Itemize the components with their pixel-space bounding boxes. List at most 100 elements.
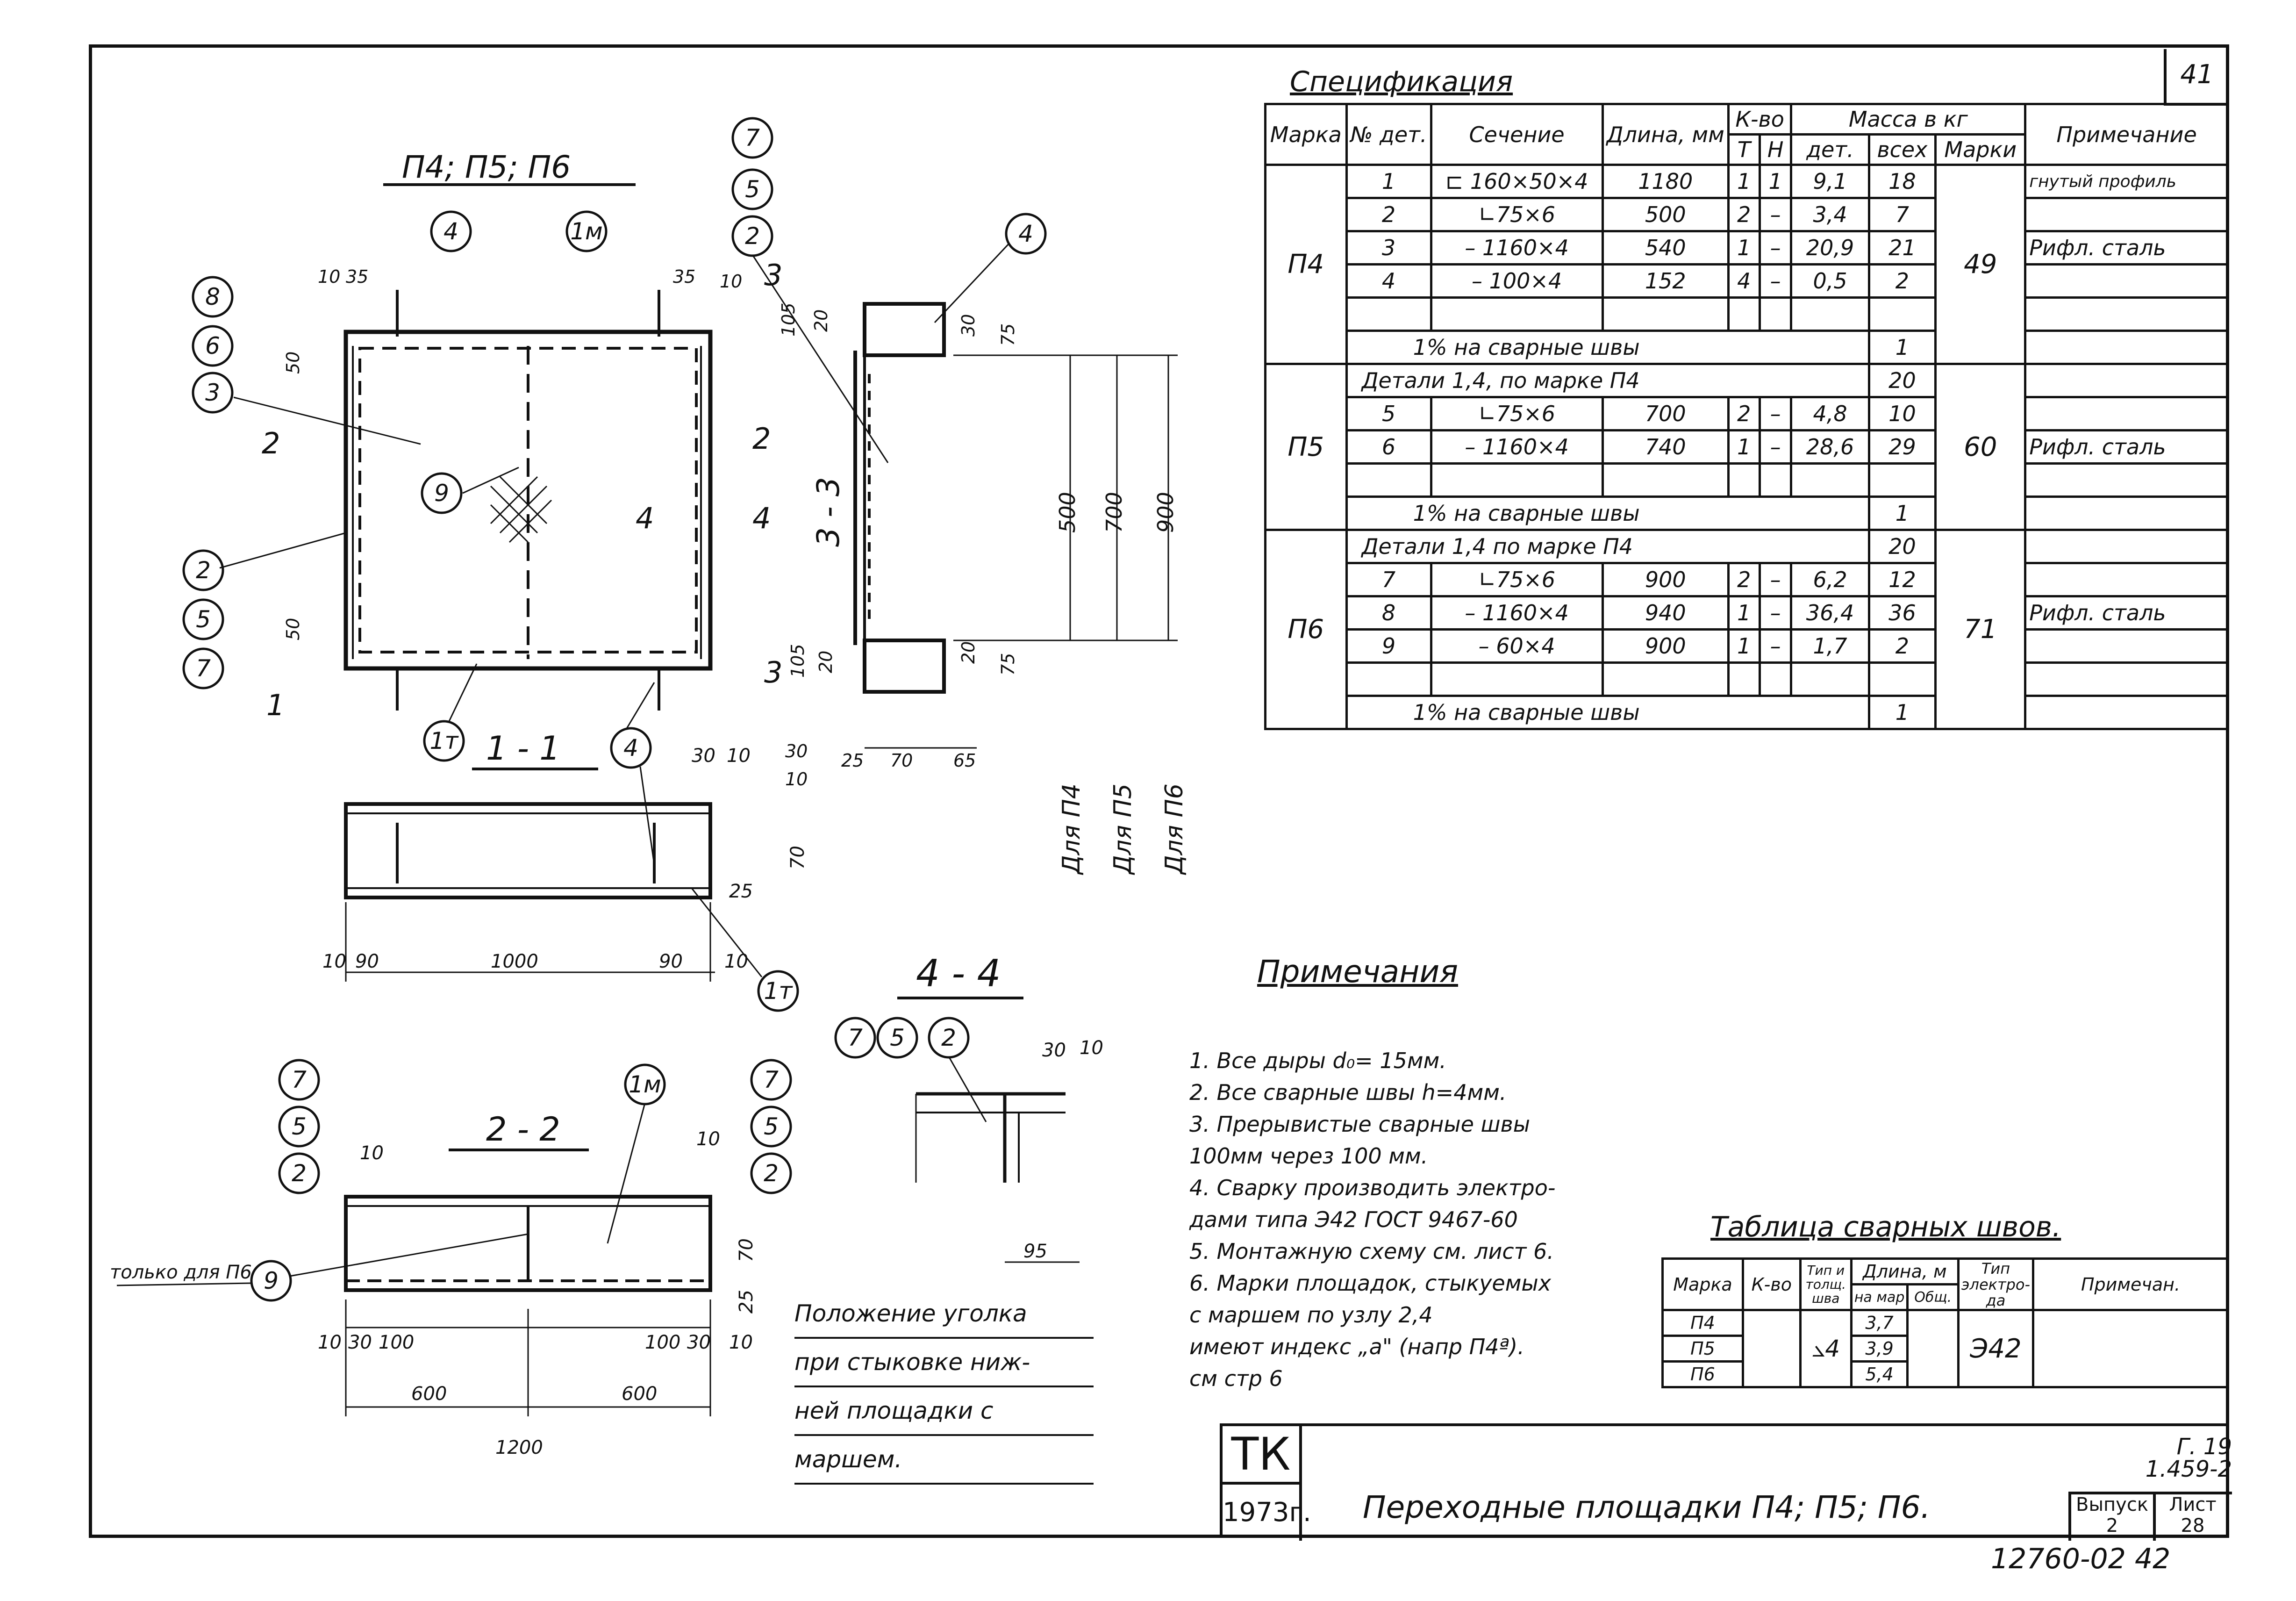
welds-label: 1% на сварные швы — [1345, 695, 1870, 730]
group-mark: П6 — [1264, 529, 1348, 730]
cell: – — [1758, 396, 1793, 431]
specification-table: Марка № дет. Сечение Длина, мм К-во Масс… — [1264, 103, 2229, 730]
cell: 12 — [1867, 562, 1937, 597]
dim: 600 — [411, 1383, 447, 1405]
cell: – — [1758, 263, 1793, 299]
dim: 90 — [355, 951, 379, 972]
dim: 100 — [379, 1332, 414, 1353]
dim: 30 — [1042, 1040, 1066, 1061]
callout: 1м — [570, 218, 603, 245]
cut-mark-2-right: 2 — [752, 422, 771, 456]
cell: 900 — [1601, 628, 1730, 664]
notes-list: 1. Все дыры d₀= 15мм. 2. Все сварные швы… — [1189, 1045, 1699, 1394]
callout: 3 — [205, 379, 220, 406]
cell: – 1160×4 — [1430, 595, 1604, 631]
callout: 4 — [623, 734, 638, 761]
plan-title: П4; П5; П6 — [402, 149, 571, 185]
cell: 1 — [1727, 164, 1761, 199]
cell — [2024, 396, 2229, 431]
issue-sheet-box: Выпуск 2 Лист 28 — [2068, 1492, 2232, 1541]
hdr-mass-part: дет. — [1790, 133, 1870, 166]
cell: – — [1758, 197, 1793, 232]
table-row: 6 – 1160×4 740 1 – 28,6 29 Рифл. сталь — [1266, 429, 2229, 465]
cell: Рифл. сталь — [2024, 595, 2229, 631]
section-2-2-title: 2 - 2 — [486, 1110, 560, 1149]
weld-hdr-len-on: на мар — [1850, 1283, 1909, 1311]
table-row — [1266, 296, 2229, 332]
notes-title: Примечания — [1257, 954, 1458, 990]
note-item: с маршем по узлу 2,4 — [1189, 1302, 1433, 1328]
welds-label: 1% на сварные швы — [1345, 330, 1870, 365]
hdr-note: Примечание — [2024, 103, 2229, 166]
cell: 29 — [1867, 429, 1937, 465]
cell: 8 — [1345, 595, 1432, 631]
cell: ∟75×6 — [1430, 197, 1604, 232]
cell: 9 — [1345, 628, 1432, 664]
hdr-mass-mark: Марки — [1934, 133, 2027, 166]
cell: 6,2 — [1790, 562, 1870, 597]
weld-hdr-electrode: Тип электро- да — [1957, 1257, 2035, 1311]
callout: 7 — [196, 655, 211, 682]
cell: 1 — [1867, 495, 1937, 531]
dim: 10 — [729, 1332, 753, 1353]
note-item: 3. Прерывистые сварные швы — [1189, 1112, 1531, 1137]
only-p6-note: только для П6 — [110, 1262, 252, 1283]
dim: 10 — [322, 951, 346, 972]
weld-symbol-icon: ⦣4 — [1799, 1309, 1853, 1388]
dim: 30 — [348, 1332, 372, 1353]
table-row — [1266, 462, 2229, 498]
table-row: П4 ⦣4 3,7 Э42 — [1661, 1309, 2229, 1388]
note-item: 5. Монтажную схему см. лист 6. — [1189, 1239, 1554, 1264]
table-row: П6 5,4 — [1661, 1360, 2228, 1388]
cell: 2 — [1867, 628, 1937, 664]
cell: 1 — [1758, 164, 1793, 199]
org-code: ТК — [1223, 1426, 1302, 1485]
cell: Э42 — [1957, 1309, 2035, 1388]
group-mass: 49 — [1934, 164, 2027, 365]
cell: 0,5 — [1790, 263, 1870, 299]
cell: 10 — [1867, 396, 1937, 431]
dim: 10 — [318, 1332, 342, 1353]
cell: ∟75×6 — [1430, 396, 1604, 431]
year: 1973г. — [1223, 1485, 1311, 1541]
dim: 1000 — [491, 951, 538, 972]
issue-label: Выпуск — [2076, 1494, 2148, 1515]
callout: 9 — [264, 1267, 279, 1294]
cell: 1,7 — [1790, 628, 1870, 664]
cell: 2 — [1867, 263, 1937, 299]
hdr-part-no: № дет. — [1345, 103, 1432, 166]
cell: – — [1758, 230, 1793, 266]
for-p4-label: Для П4 — [1058, 783, 1086, 875]
weld-hdr-length: Длина, м — [1850, 1257, 1960, 1285]
cell: – — [1758, 595, 1793, 631]
dim: 105 — [787, 644, 808, 678]
note-item: 100мм через 100 мм. — [1189, 1143, 1428, 1169]
dim: 30 — [687, 1332, 711, 1353]
cell: 4 — [1727, 263, 1761, 299]
dim: 25 — [736, 1290, 757, 1314]
table-row: 9 – 60×4 900 1 – 1,7 2 — [1266, 628, 2229, 664]
cell: 940 — [1601, 595, 1730, 631]
callout: 2 — [292, 1160, 307, 1187]
hdr-mass: Масса в кг — [1790, 103, 2027, 136]
dim: 600 — [622, 1383, 657, 1405]
callout: 2 — [745, 223, 760, 250]
caption-line: при стыковке ниж- — [794, 1339, 1094, 1387]
dim: 65 — [953, 750, 976, 771]
dim: 20 — [815, 651, 836, 673]
table-row: П5 3,9 — [1661, 1335, 2228, 1363]
note-item: 4. Сварку производить электро- — [1189, 1175, 1556, 1200]
table-row: 7 ∟75×6 900 2 – 6,2 12 — [1266, 562, 2229, 597]
dim: 20 — [811, 309, 831, 332]
dim: 10 — [785, 769, 808, 790]
cell — [2024, 197, 2229, 232]
sheet-cell: Лист 28 — [2153, 1494, 2232, 1541]
callout: 1т — [430, 727, 459, 754]
for-p6-label: Для П6 — [1160, 783, 1188, 875]
drawing-frame — [89, 44, 2229, 1538]
group-mark: П4 — [1264, 164, 1348, 365]
cell: 1180 — [1601, 164, 1730, 199]
hdr-qty-t: Т — [1727, 133, 1761, 166]
dim: 100 — [645, 1332, 680, 1353]
cut-mark-1: 1 — [266, 688, 285, 722]
